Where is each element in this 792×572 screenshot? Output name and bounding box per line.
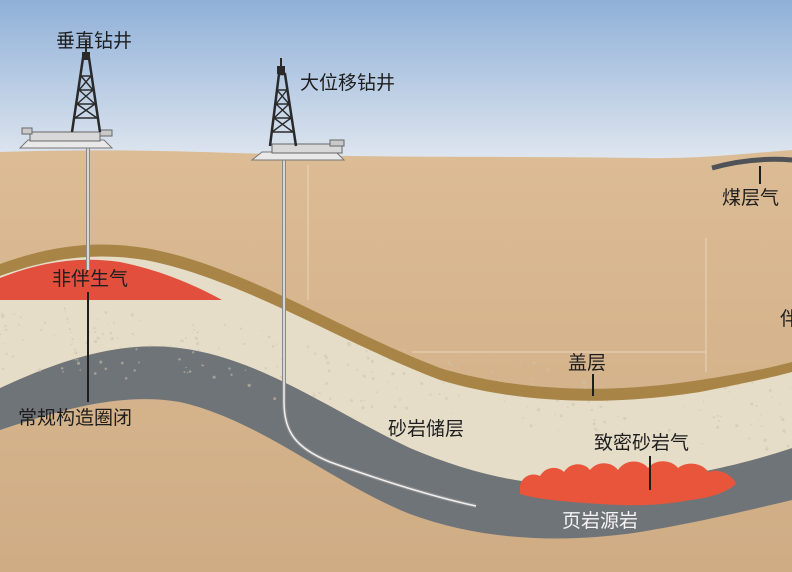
shale-source-rock-label: 页岩源岩 <box>562 510 639 532</box>
cut-off-edge-label: 伴 <box>780 308 792 330</box>
vertical-drilling-rig-icon <box>18 40 114 149</box>
cap-rock-layer <box>0 244 792 401</box>
directional-drilling-rig-icon <box>250 58 346 161</box>
coal-seam <box>711 156 792 171</box>
sky <box>0 0 792 160</box>
sandstone-texture <box>0 307 792 451</box>
tight-sand-gas-pocket <box>520 461 736 506</box>
leader-lines <box>87 166 761 490</box>
coalbed-gas-label: 煤层气 <box>722 187 780 209</box>
non-associated-gas-pocket <box>0 259 222 300</box>
cap-rock-label: 盖层 <box>568 352 607 374</box>
conventional-trap-label: 常规构造圈闭 <box>18 407 133 429</box>
directional-well-label: 大位移钻井 <box>300 72 396 94</box>
sandstone-layer <box>0 250 792 486</box>
sandstone-reservoir-label: 砂岩储层 <box>388 418 465 440</box>
tight-sand-gas-label: 致密砂岩气 <box>594 432 690 454</box>
non-associated-gas-label: 非伴生气 <box>52 268 129 290</box>
vertical-well-label: 垂直钻井 <box>56 30 133 52</box>
